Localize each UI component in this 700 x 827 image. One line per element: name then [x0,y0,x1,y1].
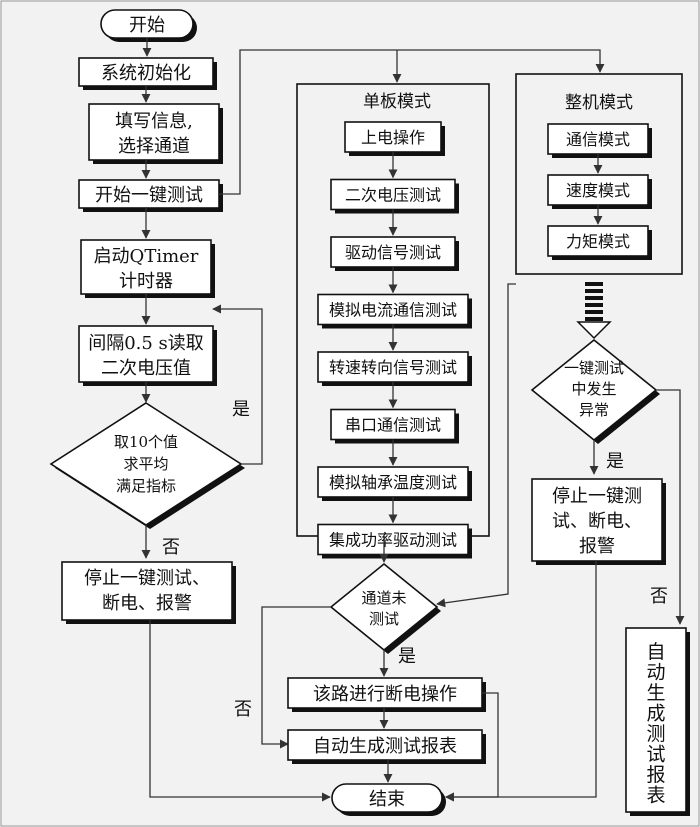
start-terminal: 开始 [100,9,197,42]
channel-line1: 通道未 [361,589,406,607]
start-test-label: 开始一键测试 [95,185,203,206]
stop-right-line1: 停止一键测 [552,486,642,507]
auto-right-char: 表 [646,785,665,807]
machine-step-label: 速度模式 [566,181,630,200]
board-step-5: 转速转向信号测试 [317,351,472,386]
abnormal-decision: 一键测试 中发生 异常 [530,338,660,444]
abn-line3: 异常 [579,401,609,419]
board-step-label: 驱动信号测试 [345,243,441,262]
arrow-machine-channel [436,283,516,608]
stop-left-line2: 断电、报警 [102,593,192,614]
qtimer-line2: 计时器 [119,271,173,292]
no-left-label: 否 [162,537,180,558]
board-step-label: 集成功率驱动测试 [329,531,457,550]
machine-mode-frame [515,73,683,275]
auto-right-char: 测 [646,723,665,745]
auto-right-char: 动 [646,662,665,684]
power-off-box: 该路进行断电操作 [287,677,486,712]
board-step-label: 模拟电流通信测试 [329,301,457,320]
avg-line3: 满足指标 [116,477,176,495]
board-step-label: 上电操作 [361,128,425,147]
fill-info-line2: 选择通道 [118,136,190,157]
end-terminal: 结束 [331,783,446,816]
auto-right-char: 试 [646,744,665,766]
avg-line1: 取10个值 [114,433,178,451]
board-step-1: 上电操作 [344,121,445,156]
abn-line1: 一键测试 [564,359,624,377]
auto-right-char: 生 [646,682,665,704]
no-channel-label: 否 [234,699,252,720]
board-step-7: 模拟轴承温度测试 [317,466,472,501]
board-step-2: 二次电压测试 [330,178,459,214]
arrow-stopleft-end [149,620,331,802]
auto-right-char: 报 [646,764,665,786]
stop-right-box: 停止一键测 试、断电、 报警 [531,478,666,565]
fill-info-line1: 填写信息, [115,111,193,132]
avg-line2: 求平均 [123,455,168,473]
board-step-6: 串口通信测试 [330,408,459,444]
start-test-box: 开始一键测试 [78,179,223,212]
board-step-label: 模拟轴承温度测试 [329,473,457,492]
read-voltage-line2: 二次电压值 [101,358,191,379]
yes-left-label: 是 [232,399,250,420]
block-arrow-icon [576,282,612,340]
no-right-label: 否 [650,586,668,607]
qtimer-box: 启动QTimer 计时器 [80,239,215,298]
auto-report-box: 自动生成测试报表 [287,729,486,764]
channel-line2: 测试 [369,610,399,628]
machine-step-label: 通信模式 [566,130,630,149]
arrow-abn-no [656,389,685,625]
read-voltage-line1: 间隔0.5 s读取 [88,333,204,354]
abn-line2: 中发生 [571,380,616,398]
board-mode-title: 单板模式 [363,92,431,112]
stop-right-line3: 报警 [579,536,615,557]
arrow-starttest-machine [219,49,605,195]
init-label: 系统初始化 [101,63,191,84]
end-label: 结束 [369,789,405,810]
yes-right-label: 是 [606,451,624,472]
board-step-4: 模拟电流通信测试 [317,293,472,329]
arrow-channel-no [261,606,331,749]
read-voltage-box: 间隔0.5 s读取 二次电压值 [78,325,217,386]
auto-right-char: 自 [646,641,665,663]
arrow-stopright-end [445,561,597,802]
machine-step-label: 力矩模式 [566,232,630,251]
machine-step-1: 通信模式 [547,123,652,158]
init-box: 系统初始化 [78,57,217,90]
board-step-label: 串口通信测试 [345,416,441,435]
machine-mode-title: 整机模式 [565,93,633,113]
arrow-avg-yes-loop [212,304,263,465]
fill-info-box: 填写信息, 选择通道 [88,103,223,164]
channel-decision: 通道未 测试 [329,562,441,654]
auto-right-char: 成 [646,703,665,725]
qtimer-line1: 启动QTimer [94,246,199,267]
start-label: 开始 [129,15,165,36]
power-off-label: 该路进行断电操作 [313,684,457,705]
board-step-3: 驱动信号测试 [330,236,459,271]
board-step-label: 转速转向信号测试 [329,358,457,377]
machine-step-2: 速度模式 [547,174,652,209]
stop-left-box: 停止一键测试、 断电、报警 [61,561,236,624]
auto-report-label: 自动生成测试报表 [313,736,457,757]
board-step-label: 二次电压测试 [345,186,441,205]
yes-channel-label: 是 [398,646,416,667]
machine-step-3: 力矩模式 [547,225,652,260]
auto-report-right-text: 自动生成测试报表 [646,641,665,807]
stop-left-line1: 停止一键测试、 [84,568,210,589]
stop-right-line2: 试、断电、 [552,511,642,532]
auto-report-right-box: 自动生成测试报表 [625,627,690,816]
average-decision: 取10个值 求平均 满足指标 [49,402,245,529]
board-steps: 上电操作二次电压测试驱动信号测试模拟电流通信测试转速转向信号测试串口通信测试模拟… [317,121,472,559]
board-step-8: 集成功率驱动测试 [317,523,472,559]
